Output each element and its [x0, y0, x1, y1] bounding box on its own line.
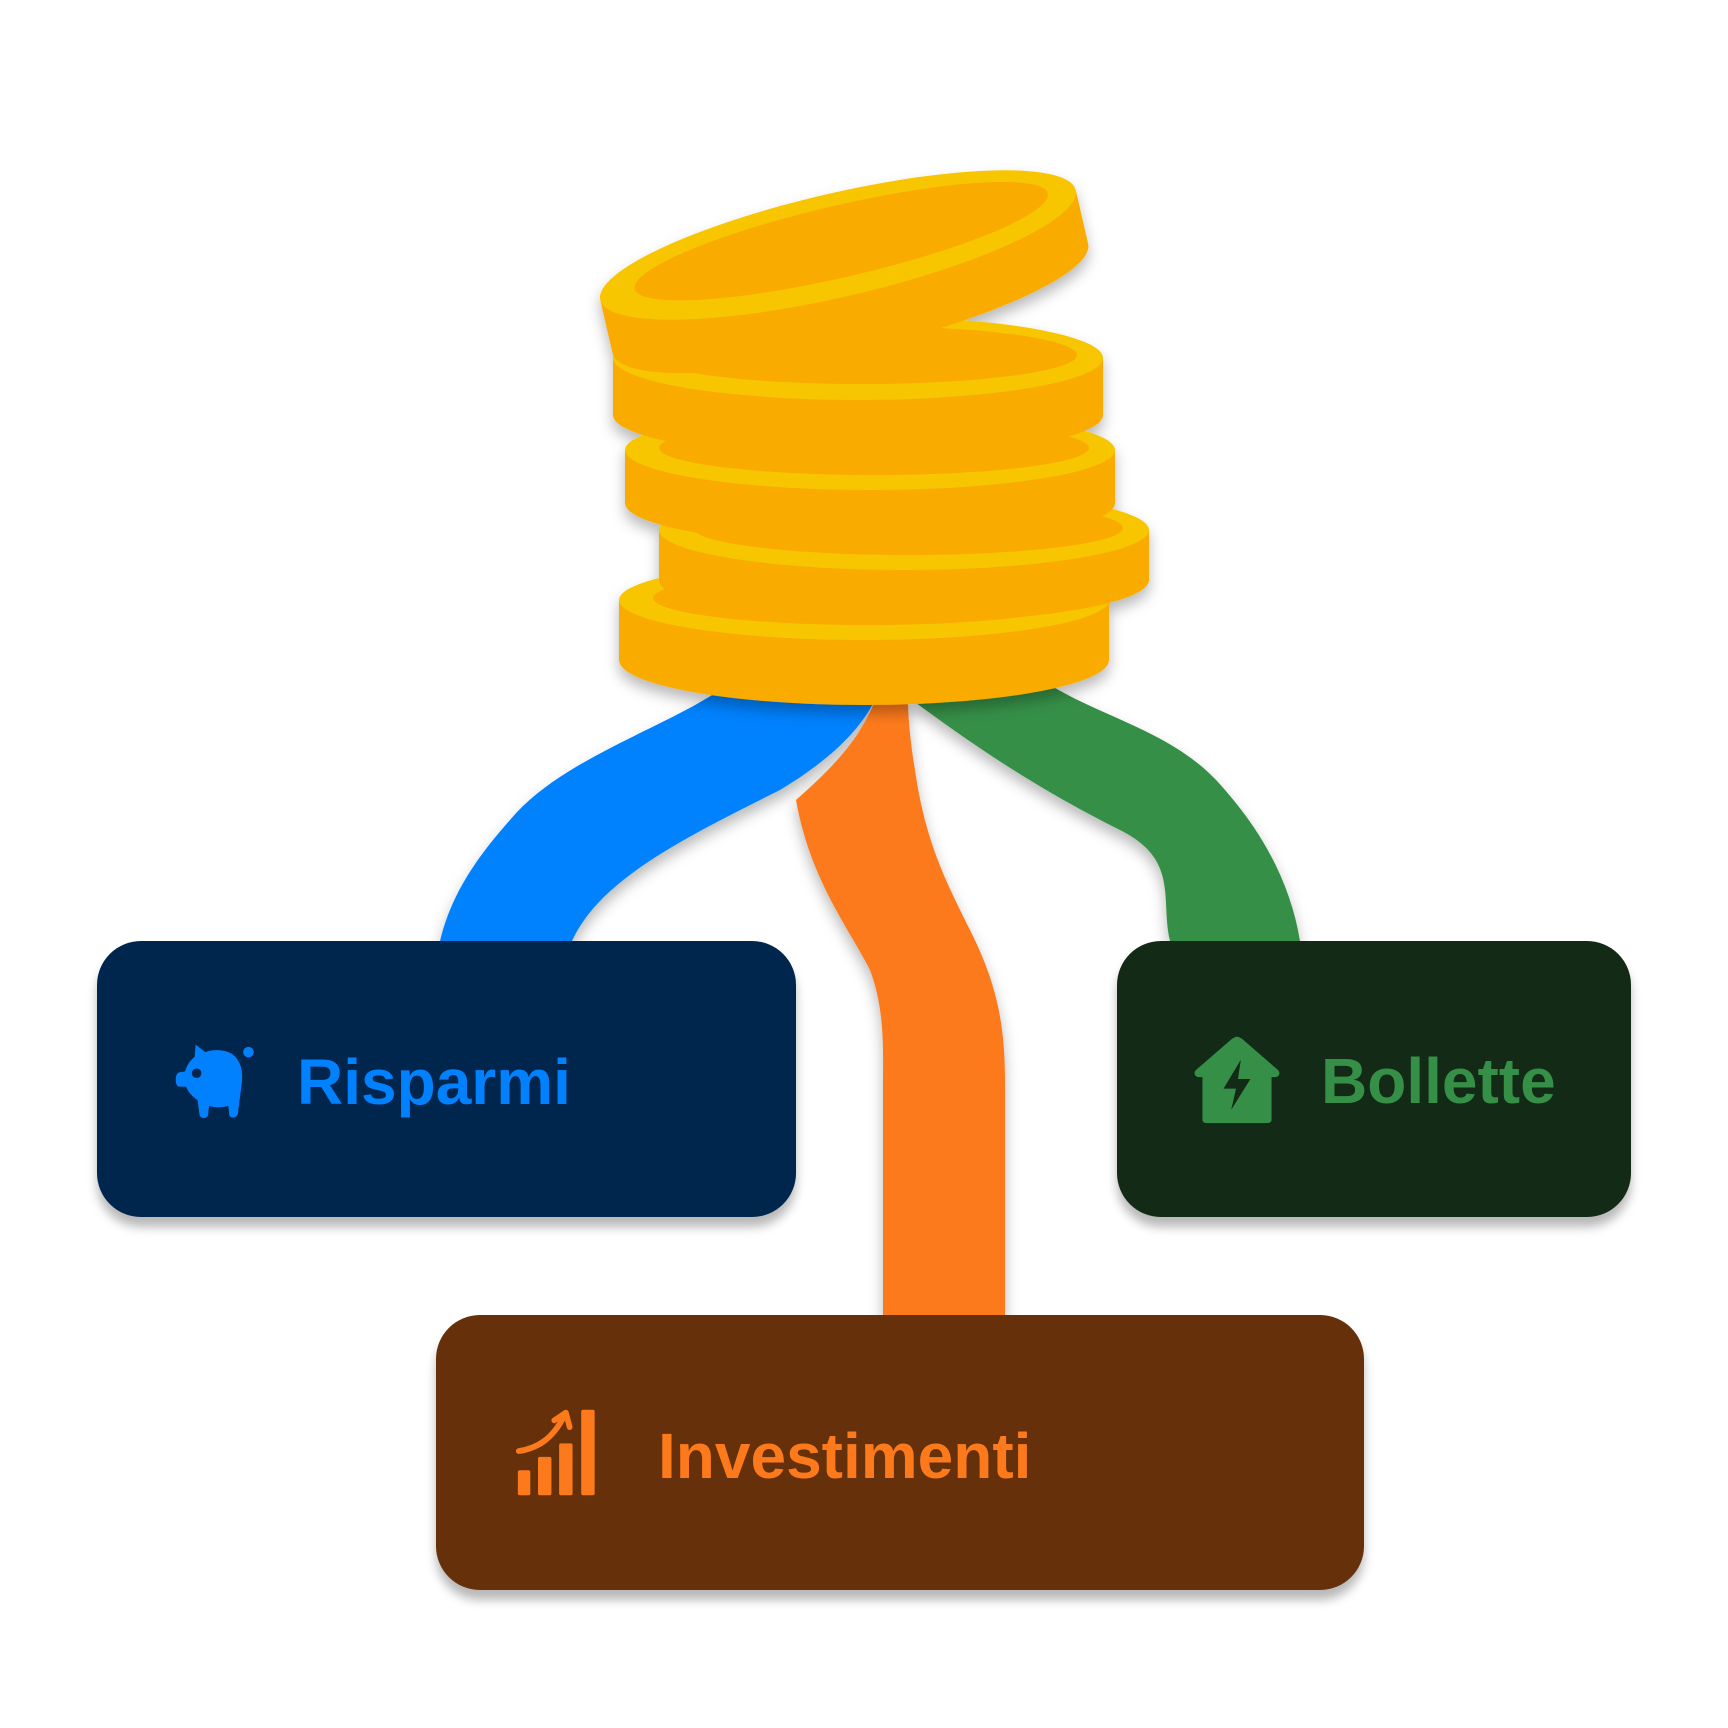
- coin-stack: [599, 170, 1149, 705]
- flow-investimenti: [796, 700, 1005, 1315]
- category-card-bollette[interactable]: Bollette: [1117, 941, 1631, 1217]
- piggy-bank-icon: [163, 1031, 259, 1127]
- growth-chart-icon: [514, 1405, 610, 1501]
- flow-risparmi: [440, 690, 875, 941]
- house-energy-icon: [1189, 1031, 1285, 1127]
- category-card-investimenti[interactable]: Investimenti: [436, 1315, 1364, 1590]
- category-label: Risparmi: [297, 1046, 571, 1118]
- category-label: Investimenti: [658, 1419, 1032, 1492]
- category-card-risparmi[interactable]: Risparmi: [97, 941, 796, 1217]
- flow-bollette: [912, 688, 1300, 941]
- category-label: Bollette: [1321, 1045, 1556, 1117]
